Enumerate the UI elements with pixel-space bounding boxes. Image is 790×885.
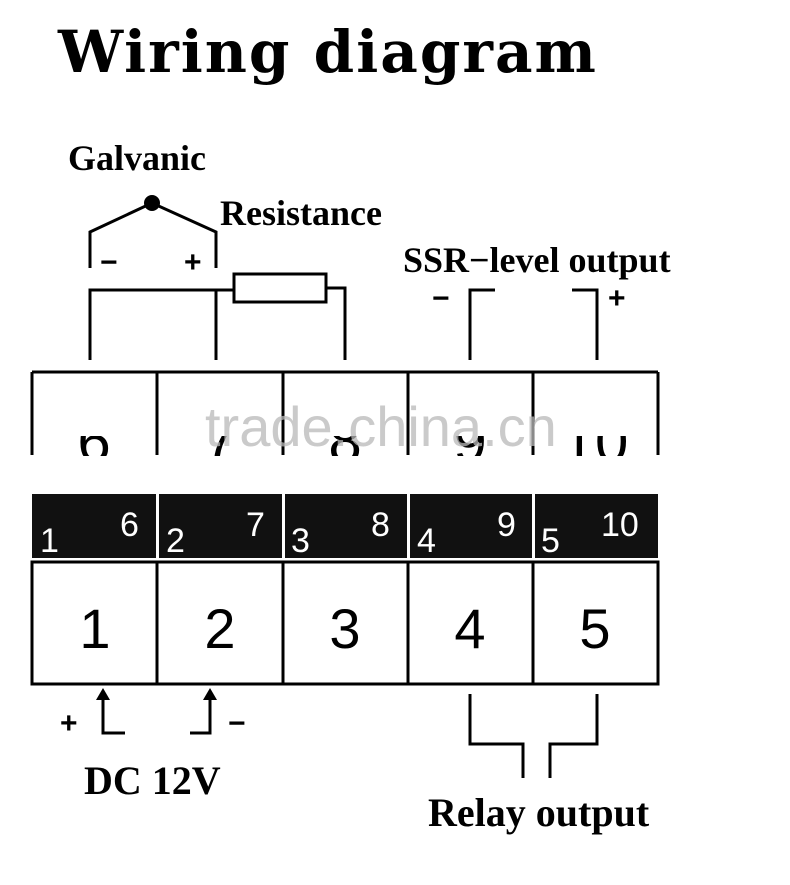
bar-label-7: 7 xyxy=(246,506,265,544)
ssr-plus-sign: + xyxy=(608,282,626,315)
terminal-bottom-1: 1 xyxy=(79,597,110,660)
terminal-block xyxy=(30,370,660,686)
galvanic-minus-sign: − xyxy=(100,246,118,279)
page-title: Wiring diagram xyxy=(57,18,598,86)
terminal-bottom-2: 2 xyxy=(204,597,235,660)
terminal-bottom-4: 4 xyxy=(454,597,485,660)
thermocouple-junction xyxy=(144,195,160,211)
bar-label-4: 4 xyxy=(417,522,436,560)
bar-label-10: 10 xyxy=(601,506,639,544)
relay-wiring xyxy=(468,694,599,778)
terminal-bottom-5: 5 xyxy=(579,597,610,660)
ssr-wiring xyxy=(468,288,599,360)
bar-label-3: 3 xyxy=(291,522,310,560)
terminal-label-bar xyxy=(32,494,658,558)
dc-minus-sign: − xyxy=(228,707,246,740)
ssr-output-label: SSR−level output xyxy=(403,240,671,280)
galvanic-plus-sign: + xyxy=(184,246,202,279)
dc-plus-sign: + xyxy=(60,707,78,740)
bar-label-6: 6 xyxy=(120,506,139,544)
relay-output-label: Relay output xyxy=(428,790,650,835)
galvanic-label: Galvanic xyxy=(68,138,206,178)
resistance-label: Resistance xyxy=(220,193,382,233)
watermark-text: trade.china.cn xyxy=(205,395,557,458)
bar-label-9: 9 xyxy=(497,506,516,544)
ssr-minus-sign: − xyxy=(432,282,450,315)
bar-label-8: 8 xyxy=(371,506,390,544)
bar-label-2: 2 xyxy=(166,522,185,560)
dc-arrow-up-right-icon xyxy=(203,688,217,700)
bar-label-5: 5 xyxy=(541,522,560,560)
bar-label-1: 1 xyxy=(40,522,59,560)
dc-voltage-label: DC 12V xyxy=(84,758,221,803)
resistance-wiring xyxy=(88,272,347,360)
dc-wiring xyxy=(101,692,212,735)
dc-arrow-up-left-icon xyxy=(96,688,110,700)
terminal-bottom-3: 3 xyxy=(329,597,360,660)
